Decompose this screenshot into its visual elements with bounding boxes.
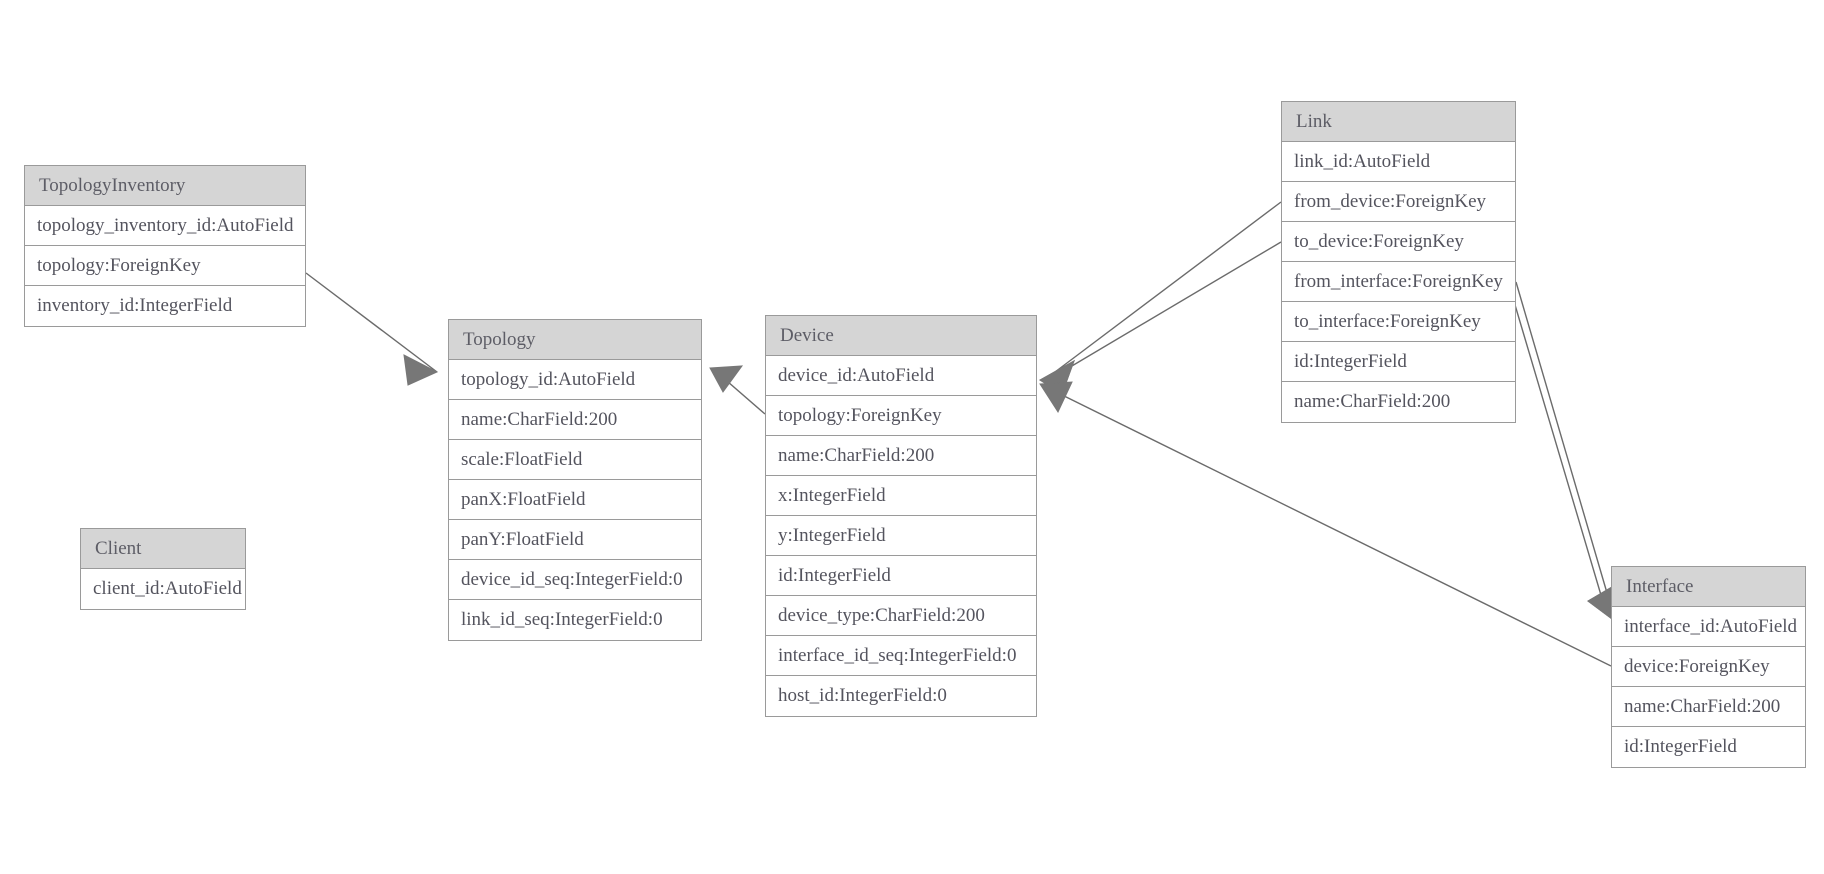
entity-fields-client: client_id:AutoField — [81, 569, 245, 609]
entity-field: name:CharField:200 — [1612, 687, 1805, 727]
entity-field: interface_id:AutoField — [1612, 607, 1805, 647]
entity-field: host_id:IntegerField:0 — [778, 685, 947, 706]
relationship-arrowhead — [403, 354, 439, 386]
relationship-device-to-topology — [709, 365, 766, 415]
entity-field: to_device:ForeignKey — [1282, 222, 1515, 262]
entity-title-topology: Topology — [449, 320, 701, 360]
entity-field: inventory_id:IntegerField — [37, 295, 233, 316]
entity-field: topology:ForeignKey — [766, 396, 1036, 436]
relationship-arrowhead — [1039, 359, 1075, 395]
entity-field: y:IntegerField — [766, 516, 1036, 556]
relationship-line — [1509, 287, 1607, 613]
entity-title-topology_inventory: TopologyInventory — [25, 166, 305, 206]
entity-field: id:IntegerField — [766, 556, 1036, 596]
relationship-topologyinventory-to-topology — [305, 272, 439, 386]
entity-field: panY:FloatField — [449, 520, 701, 560]
entity-field: from_device:ForeignKey — [1282, 182, 1515, 222]
entity-title-link: Link — [1282, 102, 1515, 142]
entity-field: x:IntegerField — [766, 476, 1036, 516]
entity-field: interface_id_seq:IntegerField:0 — [766, 636, 1036, 676]
entity-field: name:CharField:200 — [1294, 391, 1451, 412]
entity-title-device: Device — [766, 316, 1036, 356]
entity-field: topology_id:AutoField — [449, 360, 701, 400]
relationship-line — [1054, 201, 1282, 373]
entity-field: topology_inventory_id:AutoField — [25, 206, 305, 246]
relationship-link-to-interface-to-interface — [1509, 287, 1617, 624]
entity-field: name:CharField:200 — [449, 400, 701, 440]
entity-field: device:ForeignKey — [1612, 647, 1805, 687]
relationship-line — [1054, 241, 1282, 377]
relationship-line — [305, 272, 438, 373]
entity-field: device_id_seq:IntegerField:0 — [449, 560, 701, 600]
relationship-arrowhead — [1039, 381, 1073, 414]
entity-field: device_type:CharField:200 — [766, 596, 1036, 636]
entity-field: link_id:AutoField — [1282, 142, 1515, 182]
entity-title-client: Client — [81, 529, 245, 569]
entity-field: panX:FloatField — [449, 480, 701, 520]
relationship-line — [1051, 389, 1612, 667]
relationship-link-from-device-to-device — [1039, 201, 1282, 395]
relationship-line — [1515, 281, 1613, 611]
entity-field: to_interface:ForeignKey — [1282, 302, 1515, 342]
relationship-line — [719, 374, 766, 415]
relationship-arrowhead — [709, 365, 744, 393]
entity-field: name:CharField:200 — [766, 436, 1036, 476]
entity-title-interface: Interface — [1612, 567, 1805, 607]
relationship-interface-device-to-device — [1039, 381, 1612, 667]
relationship-link-from-interface-to-interface — [1515, 281, 1617, 624]
entity-field: topology:ForeignKey — [25, 246, 305, 286]
entity-client[interactable]: Client client_id:AutoField — [80, 528, 246, 610]
entity-field: link_id_seq:IntegerField:0 — [461, 609, 663, 630]
relationship-arrowhead — [1039, 359, 1075, 395]
entity-field: client_id:AutoField — [93, 578, 242, 599]
relationship-link-to-device-to-device — [1039, 241, 1282, 395]
entity-field: device_id:AutoField — [766, 356, 1036, 396]
entity-field: scale:FloatField — [449, 440, 701, 480]
entity-field: from_interface:ForeignKey — [1282, 262, 1515, 302]
entity-field: id:IntegerField — [1624, 736, 1737, 757]
entity-field: id:IntegerField — [1282, 342, 1515, 382]
